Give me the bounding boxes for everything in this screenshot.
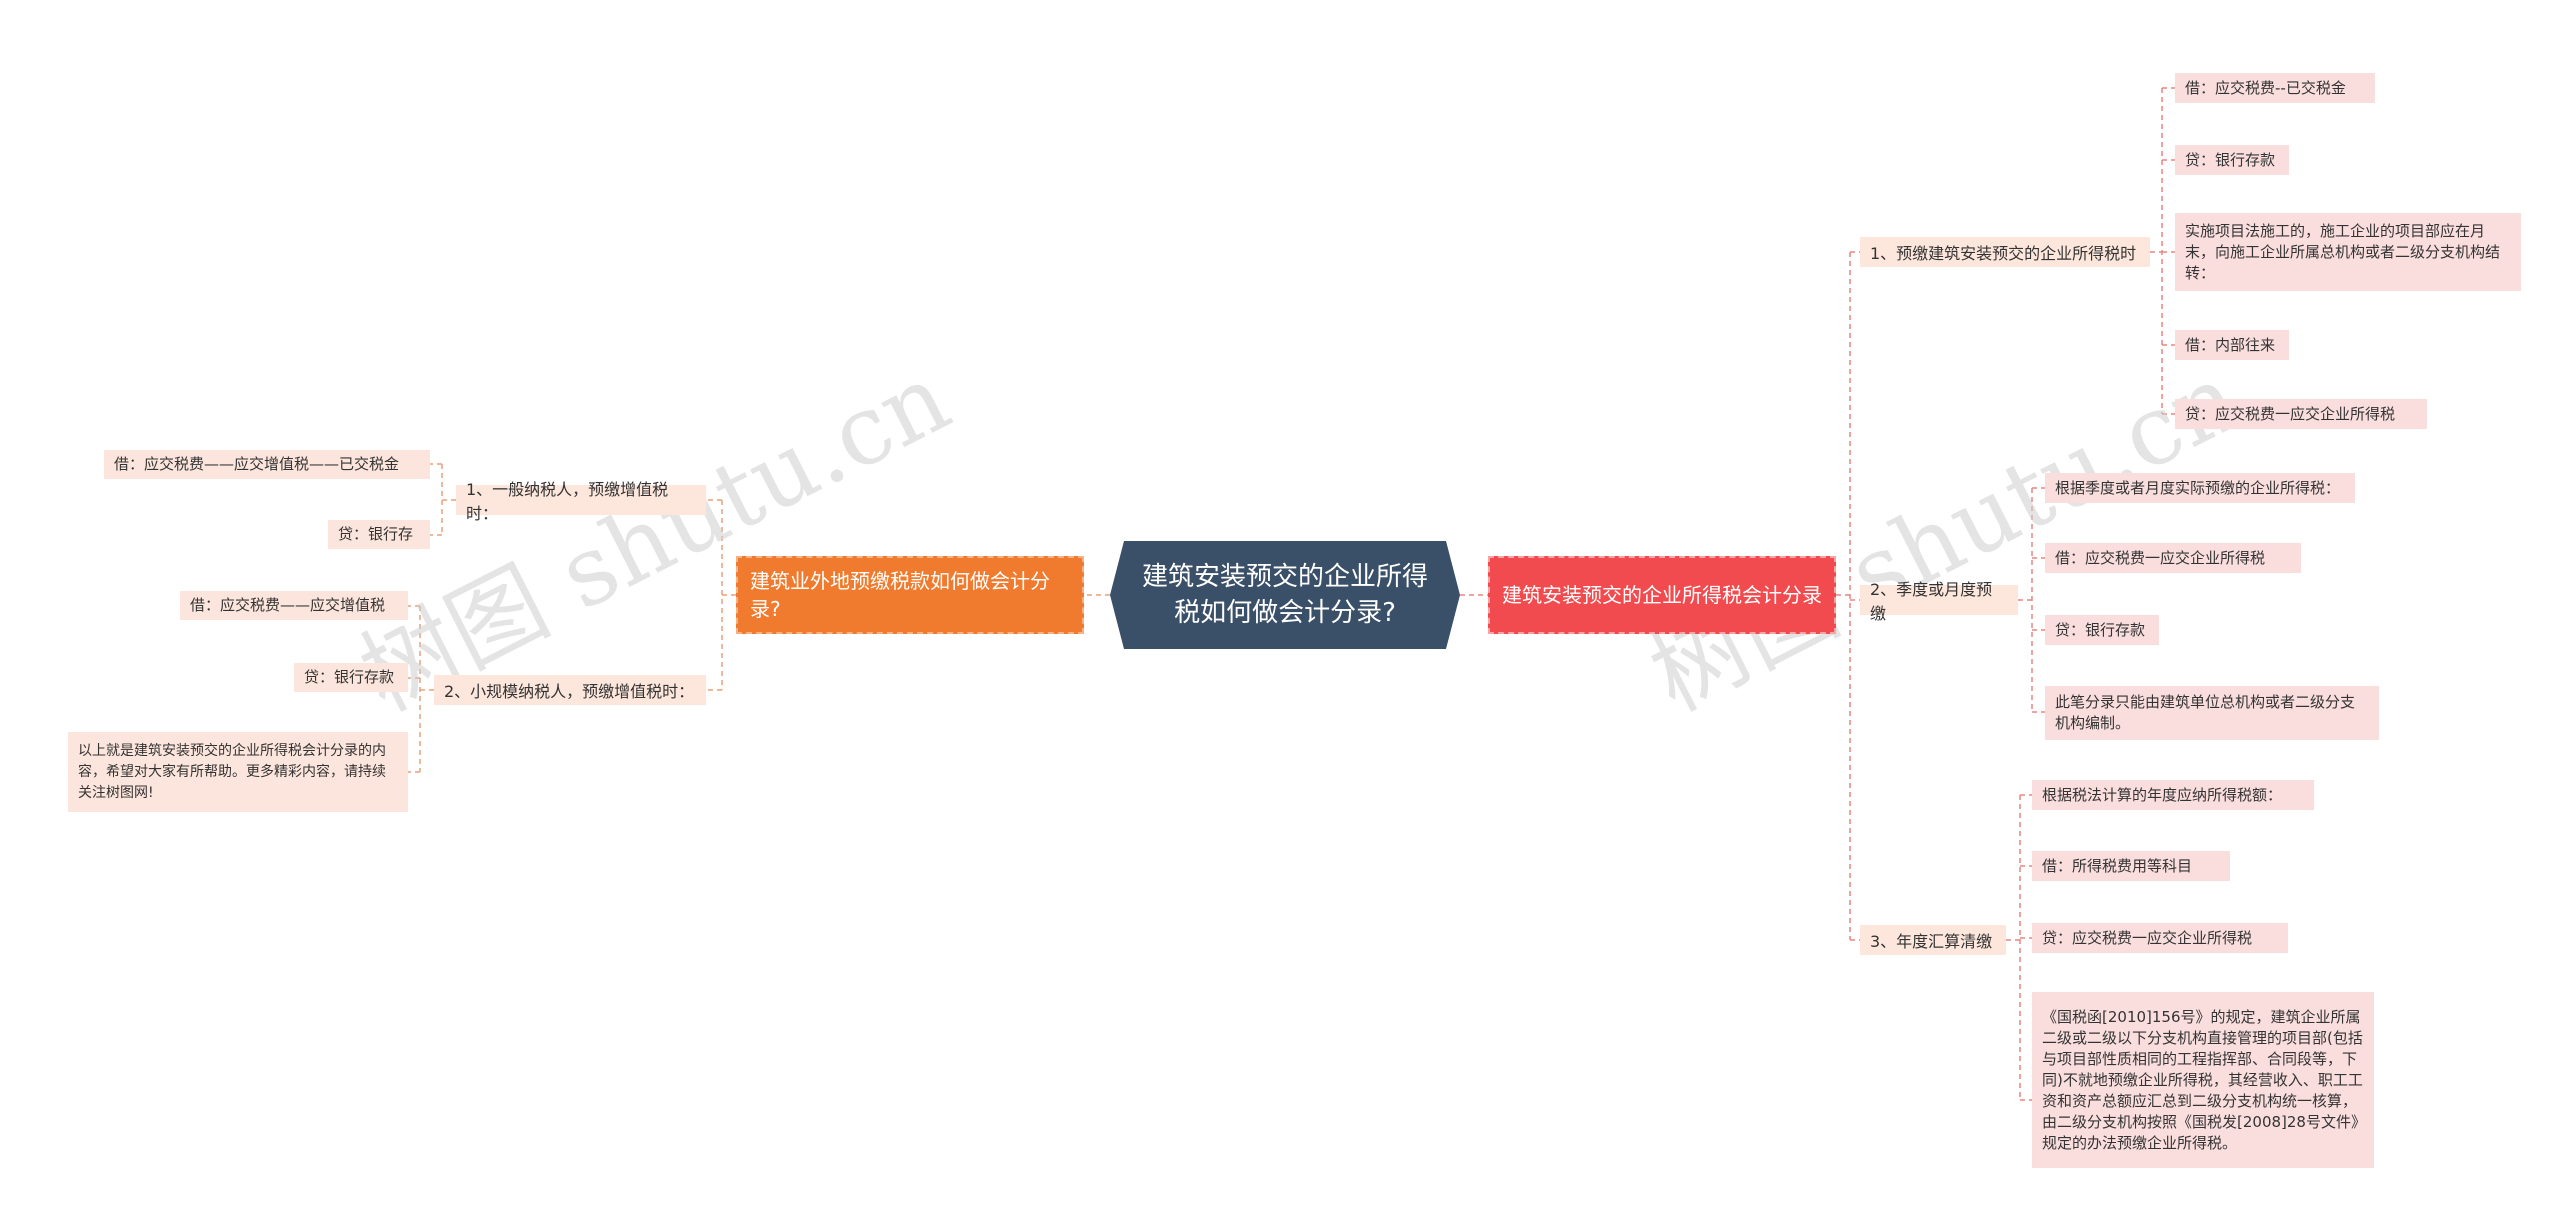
- right-subtopic-2-label: 2、季度或月度预缴: [1870, 580, 1993, 623]
- right-leaf[interactable]: 实施项目法施工的，施工企业的项目部应在月末，向施工企业所属总机构或者二级分支机构…: [2175, 213, 2521, 291]
- leaf-text: 贷：银行存款: [304, 668, 395, 686]
- leaf-text: 《国税函[2010]156号》的规定，建筑企业所属二级或二级以下分支机构直接管理…: [2042, 1007, 2363, 1152]
- right-leaf[interactable]: 根据税法计算的年度应纳所得税额：: [2032, 780, 2314, 810]
- leaf-text: 借：所得税费用等科目: [2042, 856, 2193, 875]
- leaf-text: 以上就是建筑安装预交的企业所得税会计分录的内容，希望对大家有所帮助。更多精彩内容…: [78, 742, 386, 801]
- left-subtopic-2-label: 2、小规模纳税人，预缴增值税时：: [444, 682, 695, 701]
- right-leaf[interactable]: 借：应交税费--已交税金: [2175, 73, 2375, 103]
- central-topic[interactable]: 建筑安装预交的企业所得税如何做会计分录?: [1110, 541, 1460, 649]
- leaf-text: 贷：应交税费一应交企业所得税: [2042, 928, 2253, 947]
- right-leaf[interactable]: 贷：银行存款: [2045, 615, 2159, 645]
- central-topic-shape: [1110, 541, 1460, 649]
- central-topic-label: 建筑安装预交的企业所得税如何做会计分录?: [1141, 562, 1428, 628]
- left-leaf[interactable]: 以上就是建筑安装预交的企业所得税会计分录的内容，希望对大家有所帮助。更多精彩内容…: [68, 732, 408, 812]
- right-leaf[interactable]: 贷：银行存款: [2175, 145, 2289, 175]
- left-subtopic-2[interactable]: 2、小规模纳税人，预缴增值税时：: [434, 675, 706, 705]
- leaf-text: 贷：应交税费一应交企业所得税: [2185, 404, 2396, 423]
- right-leaf[interactable]: 贷：应交税费一应交企业所得税: [2032, 923, 2288, 953]
- right-subtopic-2[interactable]: 2、季度或月度预缴: [1860, 580, 2018, 623]
- leaf-text: 借：应交税费一应交企业所得税: [2055, 548, 2266, 567]
- left-leaf[interactable]: 贷：银行存: [328, 520, 430, 549]
- right-leaf[interactable]: 《国税函[2010]156号》的规定，建筑企业所属二级或二级以下分支机构直接管理…: [2032, 992, 2374, 1168]
- left-leaf[interactable]: 借：应交税费——应交增值税: [180, 591, 408, 620]
- right-subtopic-1-label: 1、预缴建筑安装预交的企业所得税时: [1870, 244, 2137, 263]
- right-leaf[interactable]: 借：内部往来: [2175, 330, 2289, 360]
- leaf-text: 借：内部往来: [2185, 335, 2276, 354]
- leaf-text: 贷：银行存款: [2055, 620, 2146, 639]
- left-subtopic-1-label: 1、一般纳税人，预缴增值税时：: [466, 480, 669, 523]
- right-leaf[interactable]: 根据季度或者月度实际预缴的企业所得税：: [2045, 473, 2355, 503]
- left-leaf[interactable]: 借：应交税费——应交增值税——已交税金: [104, 450, 430, 479]
- leaf-text: 实施项目法施工的，施工企业的项目部应在月末，向施工企业所属总机构或者二级分支机构…: [2185, 221, 2501, 282]
- right-leaf[interactable]: 贷：应交税费一应交企业所得税: [2175, 399, 2427, 429]
- right-subtopic-1[interactable]: 1、预缴建筑安装预交的企业所得税时: [1860, 237, 2150, 267]
- right-branch-label: 建筑安装预交的企业所得税会计分录: [1502, 583, 1822, 607]
- leaf-text: 贷：银行存款: [2185, 150, 2276, 169]
- leaf-text: 此笔分录只能由建筑单位总机构或者二级分支机构编制。: [2055, 693, 2356, 732]
- left-leaf[interactable]: 贷：银行存款: [294, 663, 408, 692]
- left-branch-label: 建筑业外地预缴税款如何做会计分录?: [750, 569, 1050, 621]
- leaf-text: 借：应交税费——应交增值税——已交税金: [114, 455, 400, 473]
- right-subtopic-3[interactable]: 3、年度汇算清缴: [1860, 925, 2006, 955]
- right-branch-topic[interactable]: 建筑安装预交的企业所得税会计分录: [1488, 556, 1836, 634]
- leaf-text: 借：应交税费--已交税金: [2185, 78, 2346, 97]
- leaf-text: 借：应交税费——应交增值税: [190, 596, 386, 614]
- left-branch-topic[interactable]: 建筑业外地预缴税款如何做会计分录?: [736, 556, 1084, 634]
- leaf-text: 根据税法计算的年度应纳所得税额：: [2042, 785, 2283, 804]
- leaf-text: 根据季度或者月度实际预缴的企业所得税：: [2055, 478, 2341, 497]
- right-leaf[interactable]: 借：应交税费一应交企业所得税: [2045, 543, 2301, 573]
- leaf-text: 贷：银行存: [338, 525, 414, 543]
- right-leaf[interactable]: 此笔分录只能由建筑单位总机构或者二级分支机构编制。: [2045, 686, 2379, 740]
- right-leaf[interactable]: 借：所得税费用等科目: [2032, 851, 2230, 881]
- right-subtopic-3-label: 3、年度汇算清缴: [1870, 932, 1993, 951]
- left-subtopic-1[interactable]: 1、一般纳税人，预缴增值税时：: [456, 480, 706, 523]
